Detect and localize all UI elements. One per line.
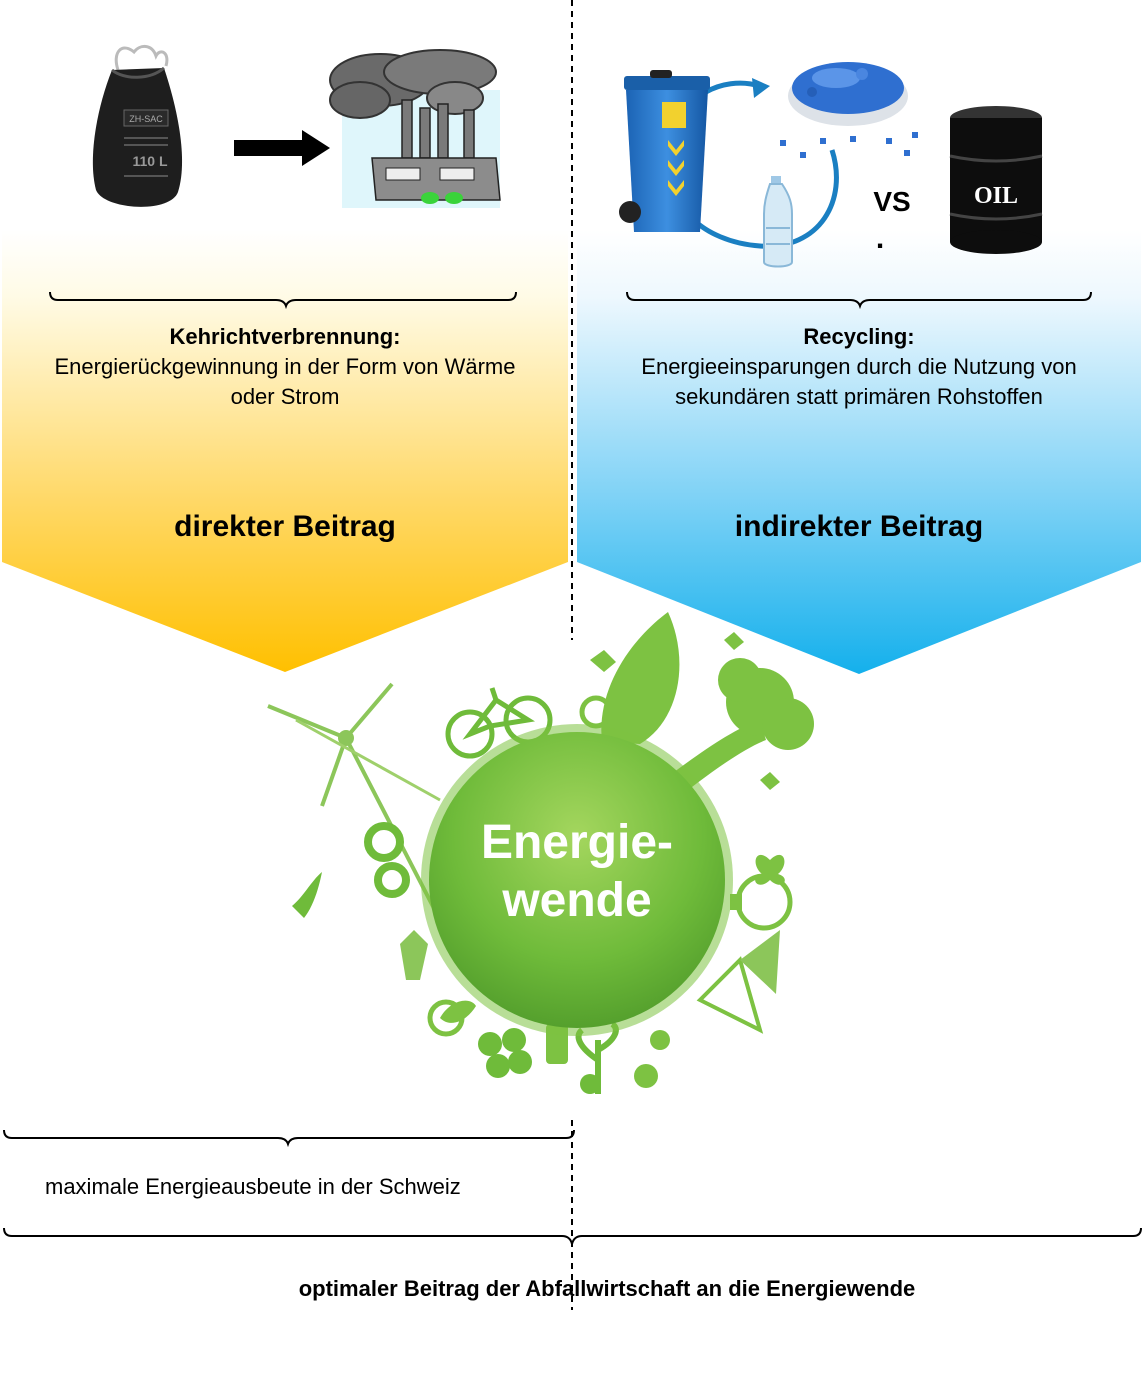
right-contribution-label: indirekter Beitrag: [734, 510, 984, 543]
recycling-bin-icon: [619, 70, 839, 249]
main-bottom-caption: optimaler Beitrag der Abfallwirtschaft a…: [298, 1276, 916, 1301]
right-text-block: Recycling: Energieeinsparungen durch die…: [577, 324, 1141, 412]
left-panel: [2, 230, 568, 672]
brace-left-top: [49, 291, 517, 310]
small-leaf-icon: [724, 632, 744, 650]
brace-left-bottom: [3, 1129, 575, 1148]
right-heading: Recycling:: [803, 324, 915, 349]
trash-bag-icon: [92, 45, 183, 207]
globe: [429, 732, 725, 1028]
leaf-icon: [440, 1000, 476, 1023]
bag-size: 110 L: [132, 153, 167, 169]
vs-label: VS: [873, 186, 910, 217]
plastic-pellets-icon: [780, 62, 918, 158]
sprout-icon: [580, 1074, 600, 1094]
left-description-line1: Energierückgewinnung in der Form von Wär…: [54, 354, 516, 379]
bicycle-icon: [445, 687, 553, 759]
small-leaf-icon: [590, 650, 616, 672]
left-description-line2: oder Strom: [230, 384, 340, 409]
incineration-plant-icon: [329, 49, 501, 208]
oil-barrel-icon: [949, 106, 1043, 254]
brace-full-bottom: [3, 1227, 1142, 1245]
globe-title-line1: Energie-: [480, 816, 674, 869]
light-bulb-icon: [730, 873, 793, 931]
globe-title-line2: wende: [502, 874, 652, 927]
oil-label: OIL: [974, 183, 1018, 209]
right-description-line2: sekundären statt primären Rohstoffen: [675, 384, 1043, 409]
clover-icon: [478, 1028, 532, 1078]
bird-icon: [292, 872, 322, 918]
leaf-icon: [601, 612, 680, 744]
plastic-bottle-icon: [763, 176, 793, 268]
globe-title: Energie- wende: [427, 814, 727, 930]
arrow-right-icon: [234, 130, 330, 166]
left-bottom-caption: maximale Energieausbeute in der Schweiz: [45, 1174, 461, 1199]
wind-turbine-icon: [267, 682, 442, 921]
brace-right-top: [626, 291, 1092, 310]
bag-label: ZH-SAC: [129, 114, 163, 124]
left-contribution-label: direkter Beitrag: [174, 510, 396, 543]
right-description-line1: Energieeinsparungen durch die Nutzung vo…: [641, 354, 1077, 379]
left-text-block: Kehrichtverbrennung: Energierückgewinnun…: [2, 324, 568, 412]
small-leaf-icon: [760, 772, 780, 790]
vs-dot: .: [876, 222, 884, 255]
left-heading: Kehrichtverbrennung:: [169, 324, 401, 349]
energiewende-illustration: [267, 612, 814, 1094]
right-panel: [577, 230, 1141, 674]
